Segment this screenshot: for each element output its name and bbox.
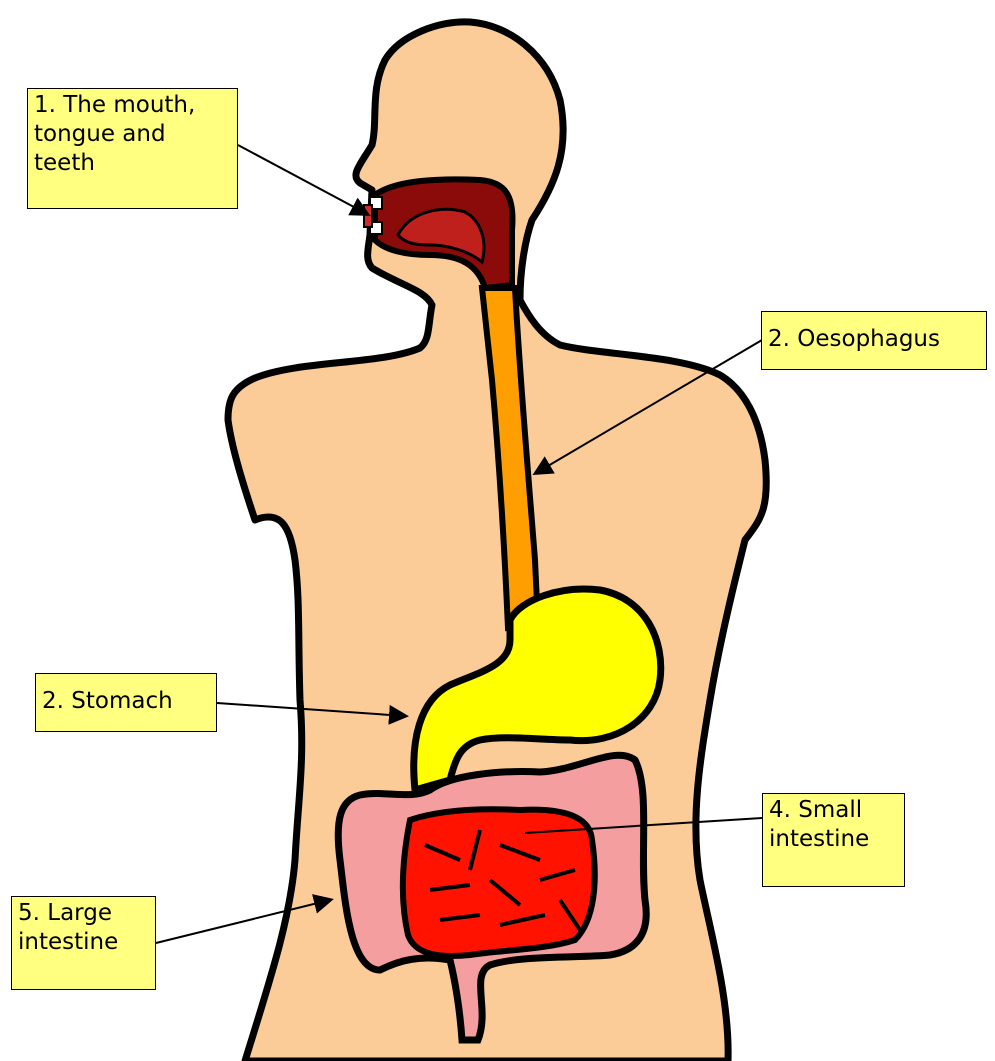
lips-icon (364, 205, 372, 227)
label-small-intestine: 4. Small intestine (762, 793, 905, 887)
label-oesophagus: 2. Oesophagus (761, 311, 987, 370)
label-stomach: 2. Stomach (35, 673, 217, 732)
label-mouth: 1. The mouth, tongue and teeth (27, 88, 238, 209)
label-large-intestine: 5. Large intestine (11, 896, 156, 990)
mouth-leader-line (238, 145, 367, 214)
